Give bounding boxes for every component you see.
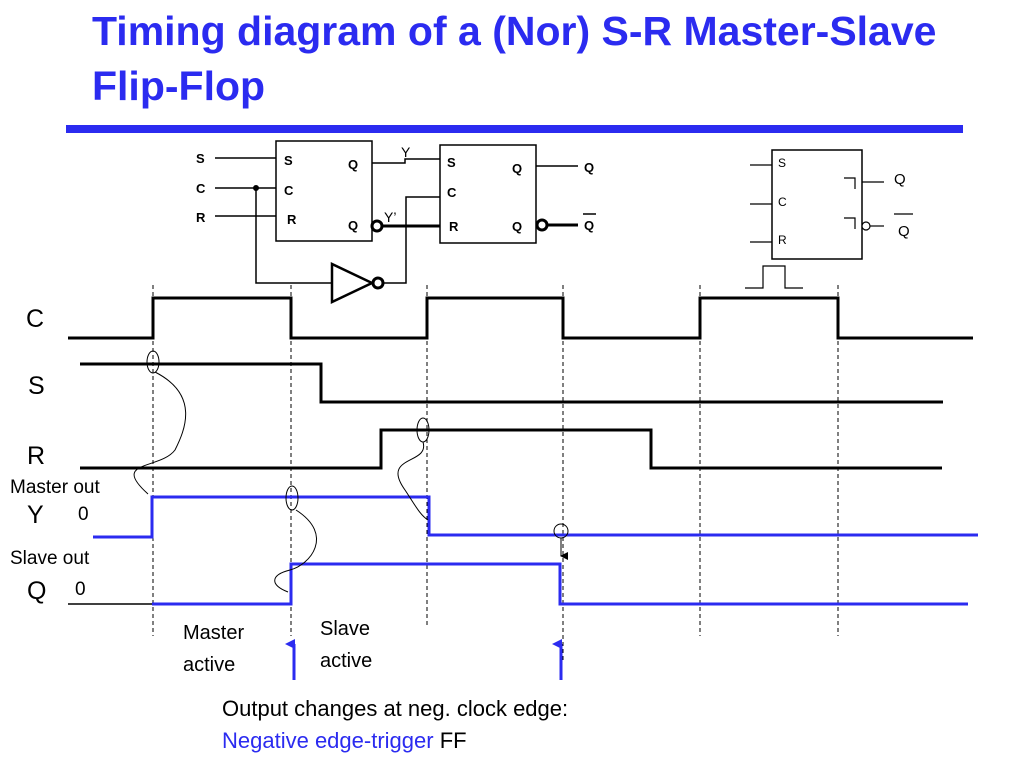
slave-pin-c: C: [447, 185, 457, 200]
time-markers: [152, 285, 839, 660]
title-underline: [66, 125, 963, 133]
waveform-s: [80, 362, 943, 404]
slave-active-label: Slave active: [320, 618, 373, 672]
clock-pulse-icon: [745, 265, 803, 289]
master-pin-c: C: [284, 183, 294, 198]
signal-label-c: C: [26, 305, 45, 333]
slave-pin-s: S: [447, 155, 456, 170]
symbol-q-edge-mark: [844, 177, 856, 189]
waveform-c: [68, 296, 973, 340]
cause-ellipse-y-high: [285, 485, 299, 511]
master-pin-q: Q: [348, 157, 358, 172]
caption-line-1: Output changes at neg. clock edge:: [222, 696, 569, 721]
symbol-q-label: Q: [894, 171, 906, 188]
inverter-bubble: [371, 276, 385, 290]
symbol-pin-s: S: [778, 156, 786, 170]
input-label-s: S: [196, 151, 205, 166]
symbol-qbar-label: Q: [898, 223, 910, 240]
output-q-label: Q: [584, 160, 594, 175]
waveform-y: [93, 495, 978, 539]
symbol-qbar-bubble: [861, 221, 871, 231]
cause-markers: [133, 350, 569, 593]
node-ybar-label: Y’: [384, 209, 396, 225]
master-active-label: Master active: [183, 622, 245, 676]
inverter-gate: [330, 262, 375, 304]
slave-pin-qbar: Q: [512, 219, 522, 234]
symbol-pin-r: R: [778, 233, 787, 247]
caption-emphasis: Negative edge-trigger: [222, 728, 434, 753]
master-flipflop: [275, 140, 373, 242]
y-initial-value: 0: [78, 504, 89, 525]
signal-label-r: R: [27, 442, 46, 470]
page-title: Timing diagram of a (Nor) S-R Master-Sla…: [92, 8, 937, 109]
slave-pin-r: R: [449, 219, 459, 234]
caption: Output changes at neg. clock edge: Negat…: [222, 693, 568, 757]
signal-label-s: S: [28, 372, 45, 400]
master-qbar-bubble: [370, 219, 384, 233]
master-out-label: Master out: [10, 477, 100, 498]
master-slave-circuit: S C R S C R Q Q Y Y’ S C R Q Q Q Q: [196, 140, 596, 304]
cause-ellipse-clock-rise: [146, 350, 160, 374]
waveform-q: [152, 562, 968, 606]
input-label-r: R: [196, 210, 206, 225]
symbol-pin-c: C: [778, 195, 787, 209]
signal-label-y: Y: [27, 501, 44, 529]
master-pin-qbar: Q: [348, 218, 358, 233]
q-initial-value: 0: [75, 579, 86, 600]
input-label-c: C: [196, 181, 206, 196]
flipflop-symbol: S C R Q Q: [745, 149, 913, 289]
master-pin-r: R: [287, 212, 297, 227]
output-qbar-label: Q: [584, 218, 594, 233]
caption-ff: FF: [433, 728, 467, 753]
symbol-qbar-edge-mark: [844, 217, 856, 229]
waveform-r: [80, 428, 942, 470]
signal-label-q: Q: [27, 577, 47, 605]
slave-flipflop: [439, 144, 537, 244]
waveforms: [68, 296, 978, 606]
node-y-label: Y: [401, 144, 411, 160]
slave-qbar-bubble: [535, 218, 549, 232]
caption-line-2: Negative edge-trigger FF: [222, 725, 568, 757]
slave-pin-q: Q: [512, 161, 522, 176]
slave-out-label: Slave out: [10, 548, 90, 569]
master-pin-s: S: [284, 153, 293, 168]
